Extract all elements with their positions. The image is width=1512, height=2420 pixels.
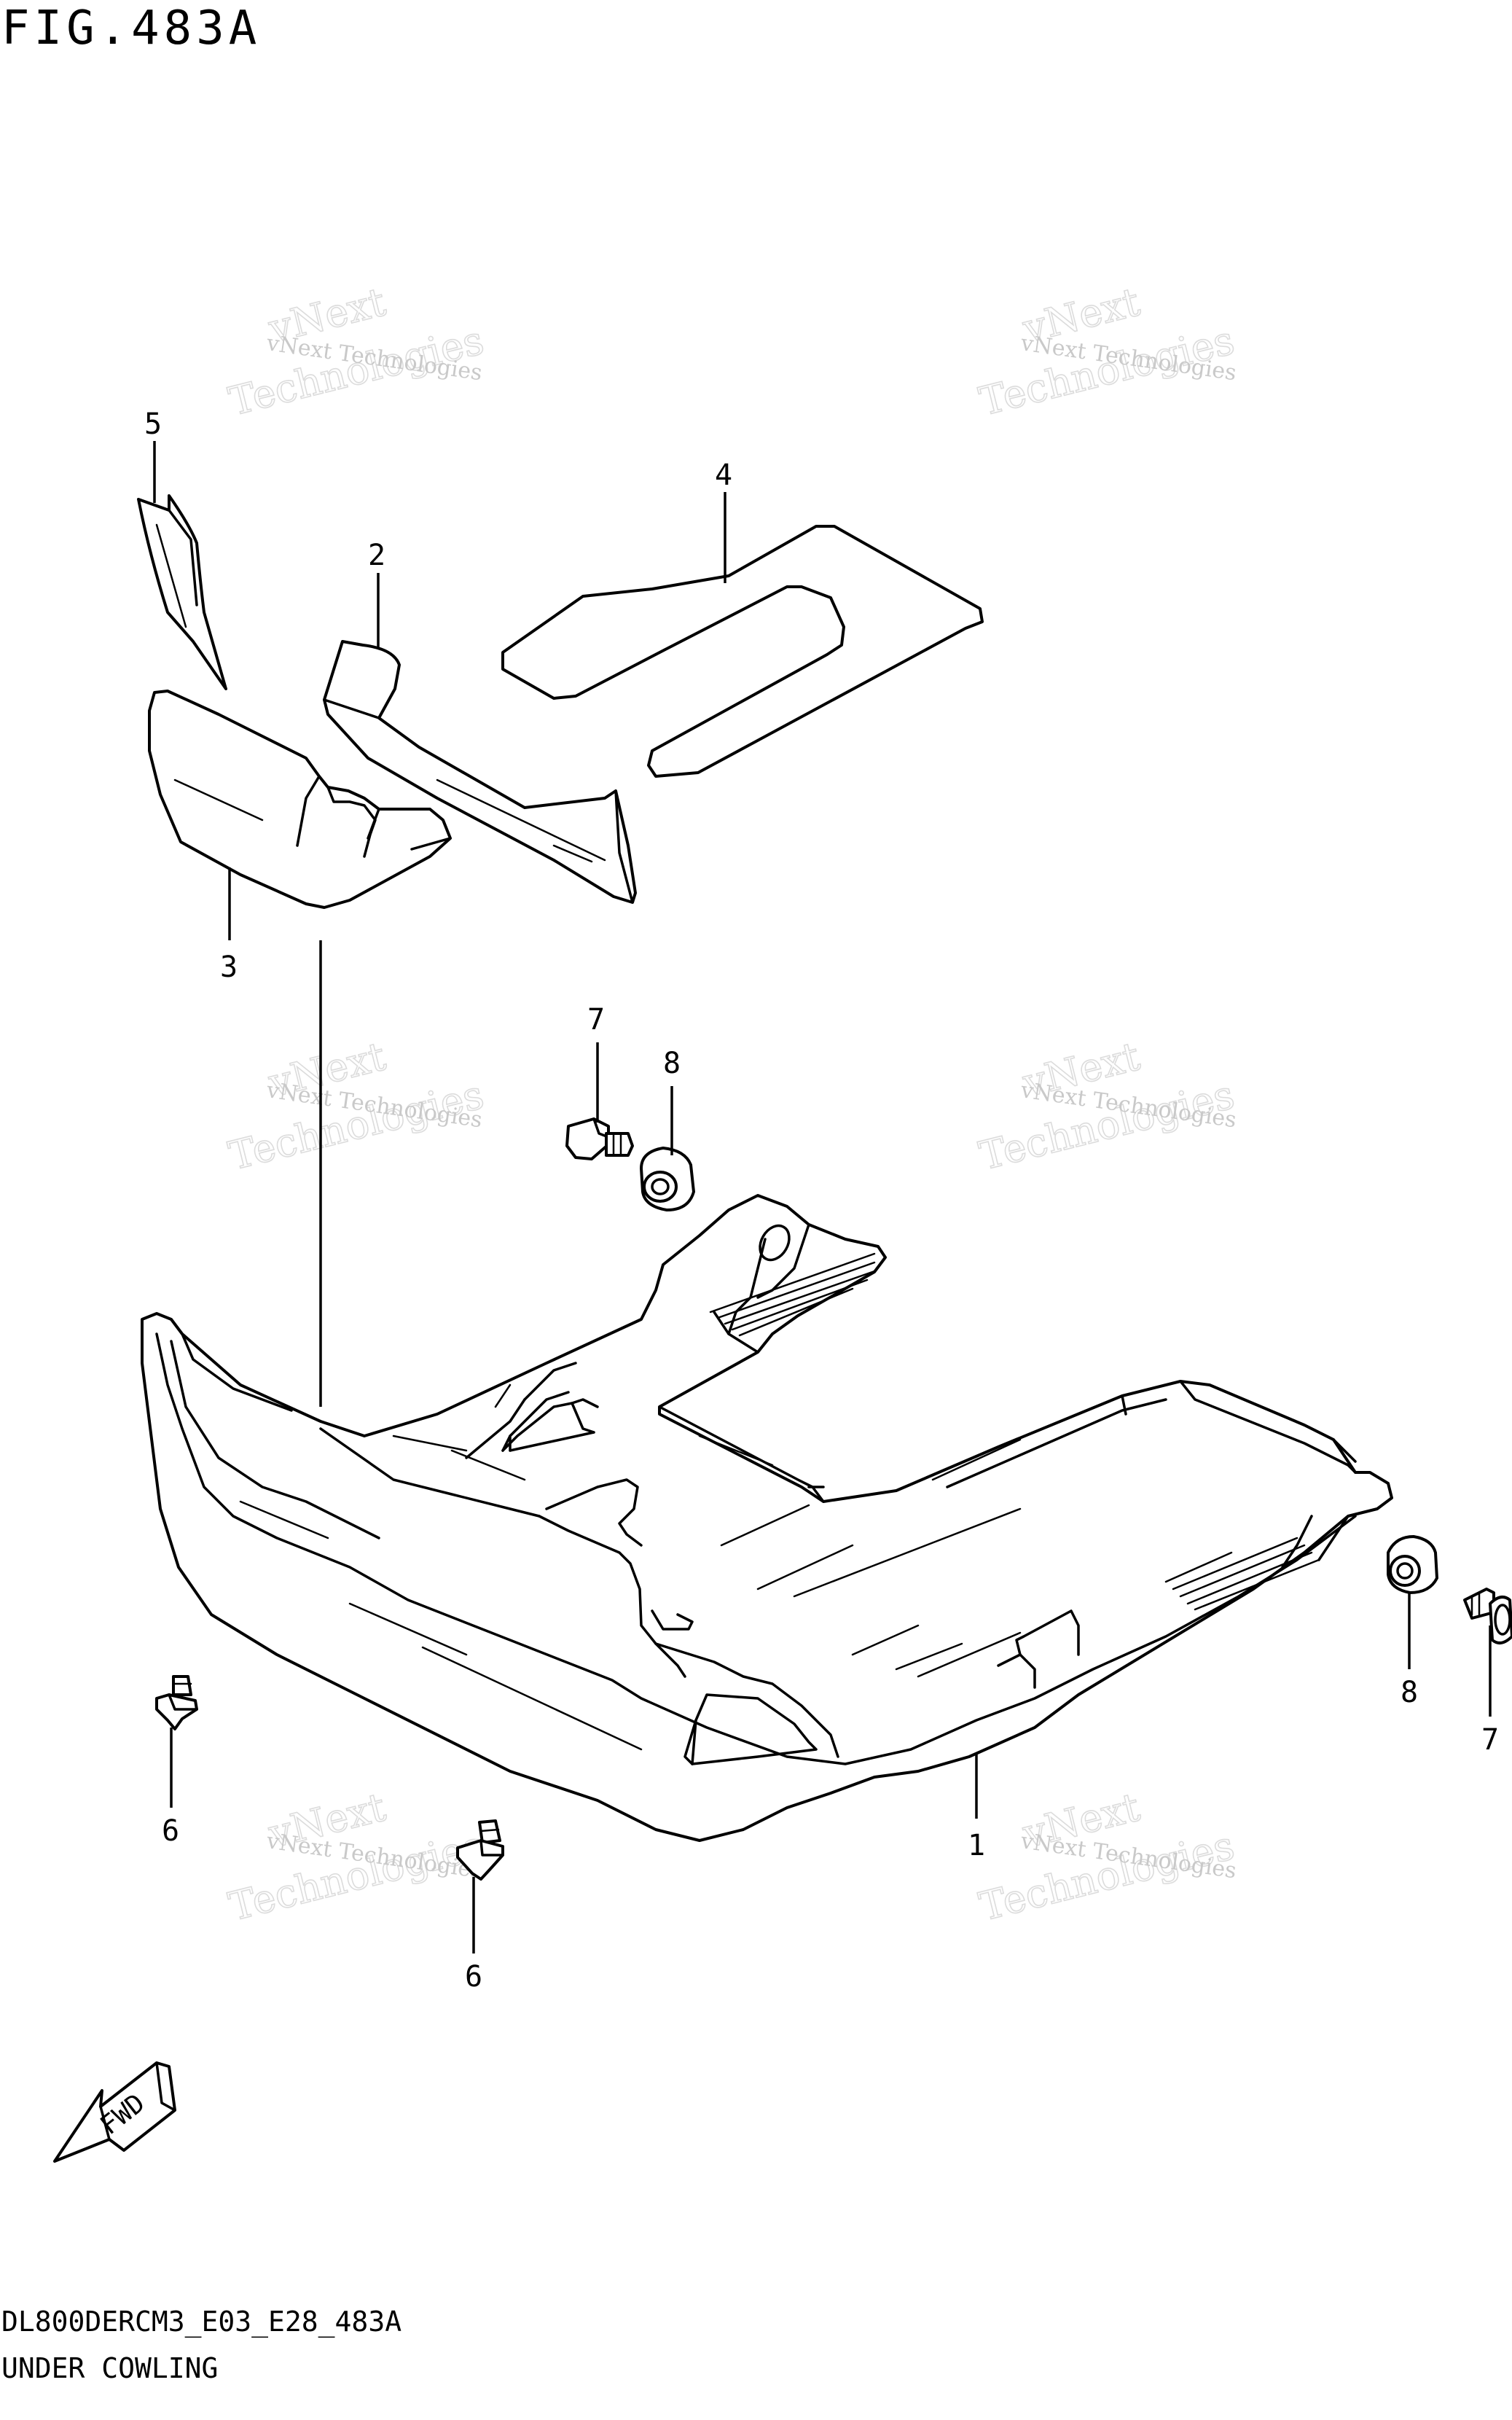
part-2-guard: [323, 640, 637, 904]
callout-3: 3: [220, 951, 238, 984]
watermark-bottom-right: vNext Technologies vNext Technologies: [974, 1783, 1239, 1930]
part-4-pad: [501, 525, 984, 778]
watermark-mid-left: vNext Technologies vNext Technologies: [224, 1032, 489, 1179]
callout-7-upper: 7: [587, 1003, 605, 1037]
callout-2: 2: [368, 539, 385, 572]
callout-8-upper: 8: [663, 1047, 681, 1080]
callout-6-bottom: 6: [465, 1960, 482, 1994]
watermark-mid-right: vNext Technologies vNext Technologies: [974, 1032, 1239, 1179]
part-6-clip-bottom: [456, 1819, 504, 1881]
callout-7-lower: 7: [1481, 1723, 1499, 1757]
leader-lines: [153, 441, 1492, 1953]
callouts: 5 2 4 3 7 8 1 8 7 6 6: [144, 407, 1499, 1994]
callout-8-lower: 8: [1401, 1676, 1418, 1709]
part-1-under-cowling: [141, 1194, 1393, 1842]
callout-5: 5: [144, 407, 162, 441]
part-6-clip-left: [155, 1675, 198, 1730]
part-8-grommet-lower: [1387, 1535, 1438, 1594]
watermark-top-left: vNext Technologies vNext Technologies: [224, 278, 489, 425]
model-code: DL800DERCM3_E03_E28_483A: [1, 2306, 401, 2338]
callout-4: 4: [715, 458, 732, 492]
watermark-top-right: vNext Technologies vNext Technologies: [974, 278, 1239, 425]
part-7-bolt-lower: [1463, 1588, 1512, 1644]
callout-6-left: 6: [162, 1814, 179, 1848]
fwd-arrow-icon: FWD: [53, 2061, 176, 2163]
part-7-bolt-upper: [565, 1117, 634, 1160]
callout-1: 1: [968, 1829, 985, 1862]
figure-caption: UNDER COWLING: [1, 2352, 218, 2384]
part-8-grommet-upper: [640, 1147, 695, 1211]
figure-title: FIG.483A: [1, 1, 261, 55]
watermark-bottom-left: vNext Technologies vNext Technologies: [224, 1783, 489, 1930]
part-5-bracket: [137, 494, 227, 690]
part-3-cover: [148, 690, 452, 909]
